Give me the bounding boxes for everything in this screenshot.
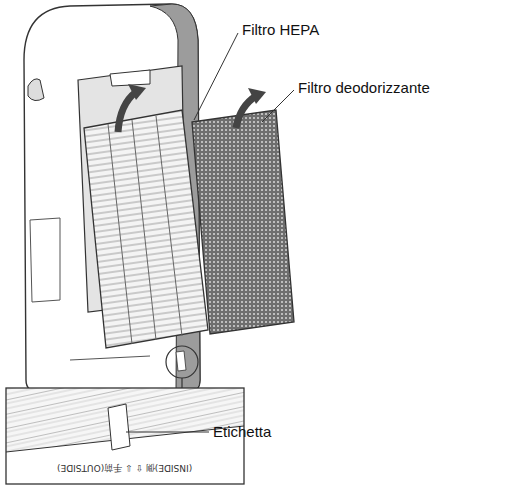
filter-marking: (INSIDE)側 ⇧ ⇩ 手前(OUTSIDE): [57, 462, 192, 472]
part-label: Etichetta: [213, 424, 271, 441]
part-label: Filtro HEPA: [242, 22, 319, 39]
part-label: Filtro deodorizzante: [298, 80, 430, 97]
